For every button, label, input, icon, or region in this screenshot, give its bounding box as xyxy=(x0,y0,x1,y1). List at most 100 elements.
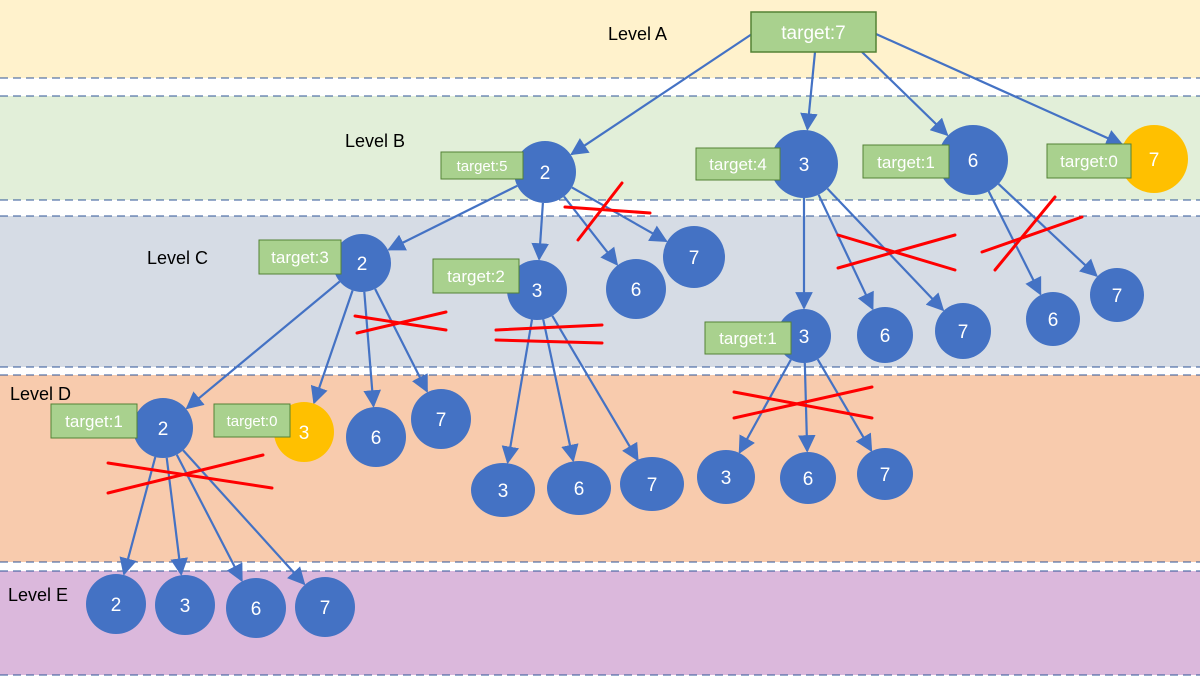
target-tag-label: target:0 xyxy=(227,413,278,430)
node-circle xyxy=(938,125,1008,195)
tree-node: 3 target:0 xyxy=(213,402,334,462)
node-circle xyxy=(155,575,215,635)
node-circle-goal xyxy=(1120,125,1188,193)
tree-edge-arrow xyxy=(816,358,873,453)
level-label-a: Level A xyxy=(608,24,667,44)
pruning-cross xyxy=(980,195,1084,272)
node-circle xyxy=(333,234,391,292)
node-circle xyxy=(471,463,535,517)
tree-edge-arrow xyxy=(875,32,1124,147)
tree-edge-arrow xyxy=(501,319,534,465)
tree-node: 3 target:2 xyxy=(432,258,567,320)
tree-node: 2 xyxy=(86,574,146,634)
target-tag-label: target:3 xyxy=(271,248,329,267)
target-tag-label: target:0 xyxy=(1060,152,1118,171)
tree-node: 6 xyxy=(606,259,666,319)
node-circle xyxy=(620,457,684,511)
node-label: 3 xyxy=(532,281,543,302)
node-circle xyxy=(663,226,725,288)
node-label: 2 xyxy=(158,419,169,440)
tree-edge-arrow xyxy=(551,315,639,462)
node-label: 7 xyxy=(880,465,891,486)
node-circle xyxy=(770,130,838,198)
tree-node: 7 xyxy=(620,457,684,511)
target-tag-box xyxy=(213,403,291,438)
pruning-cross xyxy=(353,310,448,335)
target-tag-label: target:1 xyxy=(877,153,935,172)
root-tag-box xyxy=(750,11,877,53)
node-label: 7 xyxy=(436,410,447,431)
target-tag-box xyxy=(704,321,792,355)
target-tag-box xyxy=(695,147,781,181)
node-label: 6 xyxy=(251,599,262,620)
target-tag-label: target:1 xyxy=(719,329,777,348)
level-label-d: Level D xyxy=(10,384,71,404)
target-tag-label: target:5 xyxy=(457,158,508,175)
node-circle xyxy=(857,448,913,500)
pruning-cross xyxy=(836,233,957,272)
pruning-cross xyxy=(732,385,874,420)
node-circle xyxy=(857,307,913,363)
tree-node: 6 target:1 xyxy=(862,125,1008,195)
root-tag-label: target:7 xyxy=(781,23,845,44)
node-label: 6 xyxy=(574,479,585,500)
tree-node: 2 target:5 xyxy=(440,141,576,203)
tree-node: 6 xyxy=(547,461,611,515)
node-label: 7 xyxy=(320,598,331,619)
tree-node: 3 target:1 xyxy=(704,309,831,363)
level-dividers xyxy=(0,77,1200,676)
pruning-cross xyxy=(563,181,652,242)
node-circle xyxy=(86,574,146,634)
tree-node: 7 xyxy=(411,389,471,449)
tree-node: 3 xyxy=(697,450,755,504)
tree-edge-arrow xyxy=(531,202,549,261)
node-circle xyxy=(547,461,611,515)
tree-node: 6 xyxy=(1026,292,1080,346)
node-label: 6 xyxy=(371,428,382,449)
tree-node: 7 target:0 xyxy=(1046,125,1188,193)
node-circle xyxy=(606,259,666,319)
node-label: 6 xyxy=(803,469,814,490)
band-level-a xyxy=(0,0,1200,78)
node-label: 2 xyxy=(357,254,368,275)
node-circle xyxy=(1090,268,1144,322)
tree-node: 3 target:4 xyxy=(695,130,838,198)
node-label: 3 xyxy=(799,327,810,348)
node-label: 7 xyxy=(647,475,658,496)
band-level-b xyxy=(0,96,1200,200)
node-circle xyxy=(295,577,355,637)
node-circle xyxy=(411,389,471,449)
tree-edge-arrow xyxy=(570,33,753,156)
pruning-crosses xyxy=(106,181,1084,495)
tree-edge-arrow xyxy=(363,291,381,408)
tree-node: 7 xyxy=(663,226,725,288)
node-label: 7 xyxy=(689,248,700,269)
tree-node: 6 xyxy=(857,307,913,363)
target-tag-box xyxy=(258,239,342,275)
tree-edge-arrow xyxy=(374,288,428,393)
tree-node: 6 xyxy=(346,407,406,467)
node-label: 6 xyxy=(631,280,642,301)
node-circle xyxy=(780,452,836,504)
target-tag-box xyxy=(440,151,524,180)
level-labels: Level A Level B Level C Level D Level E xyxy=(8,24,667,605)
tree-edge-arrow xyxy=(387,184,518,251)
target-tag-label: target:2 xyxy=(447,267,505,286)
tree-node: 6 xyxy=(780,452,836,504)
tree-node: 7 xyxy=(1090,268,1144,322)
node-label: 3 xyxy=(180,596,191,617)
node-label: 2 xyxy=(540,163,551,184)
tree-edge-arrow xyxy=(119,456,157,576)
node-circle xyxy=(133,398,193,458)
tree-node: 7 xyxy=(295,577,355,637)
tree-node: 3 xyxy=(155,575,215,635)
tree-node: 6 xyxy=(226,578,286,638)
tree-node: 3 xyxy=(471,463,535,517)
node-circle xyxy=(507,260,567,320)
target-tag-label: target:1 xyxy=(65,412,123,431)
node-label: 7 xyxy=(1149,150,1160,171)
node-label: 6 xyxy=(968,151,979,172)
tree-edge-arrow xyxy=(738,359,792,455)
